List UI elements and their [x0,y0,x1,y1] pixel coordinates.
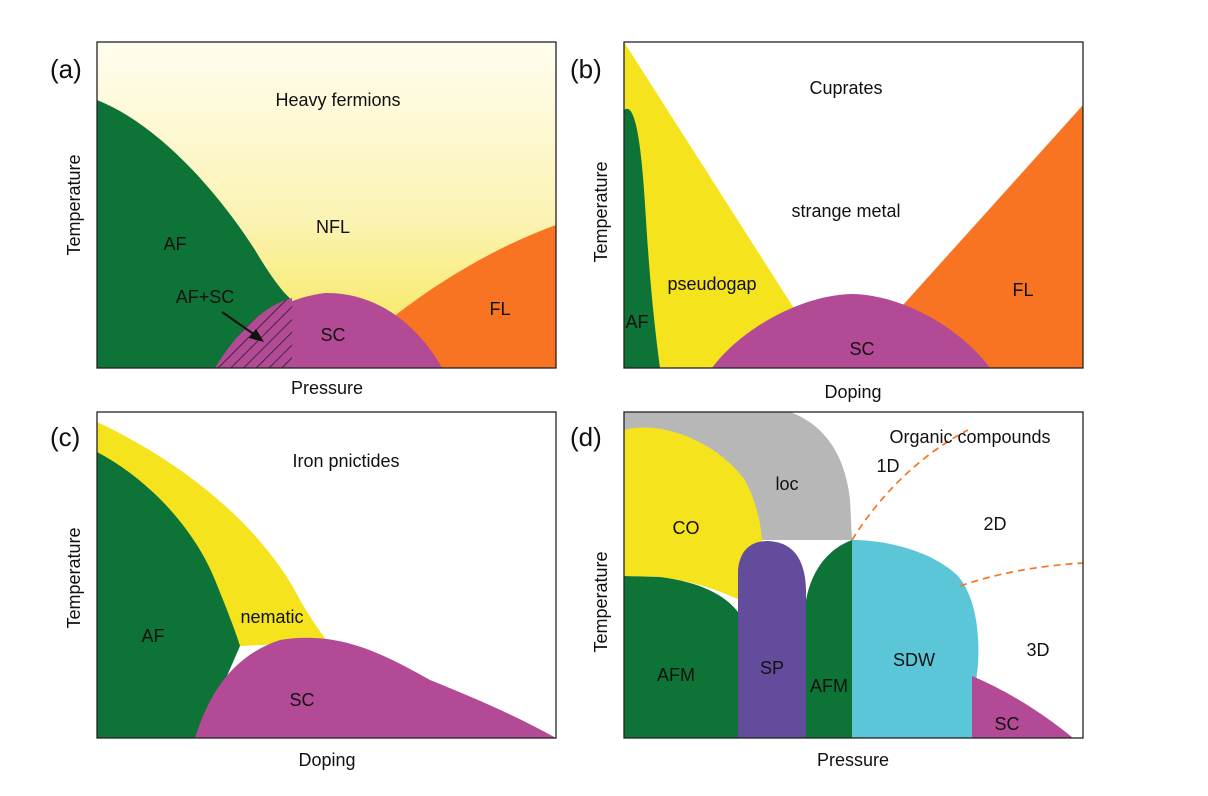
y-axis-label: Temperature [64,527,84,628]
panel-c-frame [96,411,557,739]
region-label-af: AF [625,312,648,332]
region-label-strange-metal: strange metal [791,201,900,221]
panel-tag: (c) [50,422,80,452]
region-label-sc: SC [994,714,1019,734]
x-axis-label: Doping [824,382,881,402]
x-axis-label: Pressure [817,750,889,770]
boundary-1d-2d [851,429,969,541]
sc-region [972,676,1073,738]
afm-region-right [806,540,852,738]
panel-b-frame [623,41,1084,369]
region-label-af: AF [141,626,164,646]
arrow-icon [221,311,264,342]
y-axis-label: Temperature [64,154,84,255]
af-region [624,108,660,368]
y-axis-label: Temperature [591,551,611,652]
panel-tag: (a) [50,54,82,84]
af-region [97,100,292,368]
panel-title: Iron pnictides [292,451,399,471]
region-label-fl: FL [489,299,510,319]
y-axis-label: Temperature [591,161,611,262]
sp-region [738,541,806,738]
region-label-sc: SC [320,325,345,345]
region-label-fl: FL [1012,280,1033,300]
region-label-sc: SC [849,339,874,359]
region-label-sdw: SDW [893,650,935,670]
region-label-af-sc: AF+SC [176,287,235,307]
panel-title: Organic compounds [889,427,1050,447]
sc-region [712,294,990,368]
x-axis-label: Doping [298,750,355,770]
region-label-afm-right: AFM [810,676,848,696]
af-region [97,452,240,738]
region-label-pseudogap: pseudogap [667,274,756,294]
panel-d-frame [623,411,1084,739]
x-axis-label: Pressure [291,378,363,398]
region-label-2d: 2D [983,514,1006,534]
region-label-nfl: NFL [316,217,350,237]
co-region [624,427,762,612]
panel-cuprates: (b) Cuprates strange metal pseudogap AF … [570,41,1084,402]
pseudogap-region [624,42,795,368]
fl-region [903,105,1083,368]
afm-region-left [624,576,740,738]
region-label-loc: loc [775,474,798,494]
sc-region [195,637,556,738]
panel-tag: (d) [570,422,602,452]
panel-title: Heavy fermions [275,90,400,110]
region-label-sp: SP [760,658,784,678]
panel-organic-compounds: (d) Organic compounds 1D loc CO 2D SP AF… [570,411,1084,770]
region-label-nematic: nematic [240,607,303,627]
boundary-2d-3d [959,562,1083,587]
fl-region [392,225,556,368]
region-label-3d: 3D [1026,640,1049,660]
sdw-region [852,540,979,738]
panel-heavy-fermions: (a) Heavy fermions AF NFL AF+SC SC FL Pr… [50,41,557,398]
panel-a-frame [96,41,557,369]
region-label-1d: 1D [876,456,899,476]
region-label-af: AF [163,234,186,254]
region-label-afm-left: AFM [657,665,695,685]
panel-tag: (b) [570,54,602,84]
panel-iron-pnictides: (c) Iron pnictides nematic AF SC Doping … [50,411,557,770]
panel-title: Cuprates [809,78,882,98]
region-label-co: CO [673,518,700,538]
region-label-sc: SC [289,690,314,710]
